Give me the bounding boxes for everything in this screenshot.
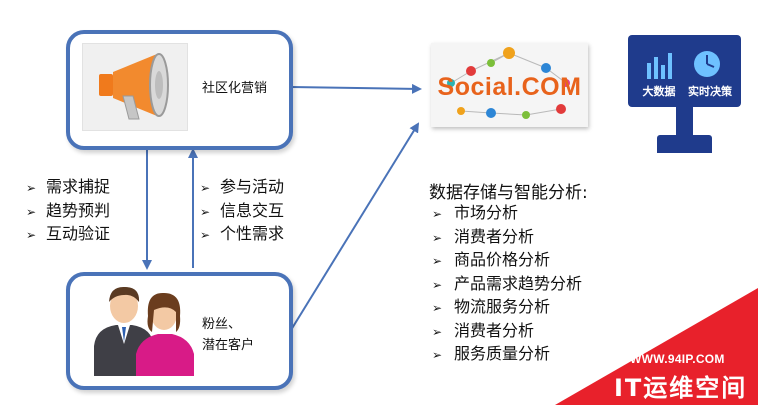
- bullet-arrow-icon: ➢: [26, 181, 37, 195]
- bullet-arrow-icon: ➢: [26, 204, 37, 219]
- bullet-arrow-icon: ➢: [26, 228, 37, 242]
- list-item: ➢商品价格分析: [432, 249, 582, 273]
- analysis-title: 数据存储与智能分析:: [429, 183, 588, 203]
- arrow-community-to-social: [290, 83, 422, 94]
- bullet-arrow-icon: ➢: [200, 228, 211, 242]
- fans-label: 粉丝、 潜在客户: [202, 314, 254, 356]
- bullet-arrow-icon: ➢: [432, 324, 443, 339]
- list-item: ➢物流服务分析: [432, 296, 582, 320]
- monitor-base: [657, 135, 712, 153]
- bullet-arrow-icon: ➢: [432, 348, 443, 362]
- list-item: ➢互动验证: [26, 223, 110, 247]
- bullet-arrow-icon: ➢: [432, 301, 443, 315]
- watermark-url: WWW.94IP.COM: [630, 352, 725, 366]
- monitor-screen: [628, 35, 741, 107]
- social-network-icon: [447, 47, 570, 119]
- bullet-arrow-icon: ➢: [432, 207, 443, 221]
- middle-bullet-list: ➢参与活动 ➢信息交互 ➢个性需求: [200, 176, 284, 247]
- watermark-brand: IT运维空间: [614, 374, 748, 402]
- list-item: ➢个性需求: [200, 223, 284, 247]
- arrow-fans-to-social: [290, 122, 420, 331]
- people-icon: [94, 286, 194, 376]
- list-item: ➢信息交互: [200, 200, 284, 224]
- list-item: ➢参与活动: [200, 176, 284, 200]
- clock-icon: [694, 51, 720, 77]
- left-bullet-list: ➢需求捕捉 ➢趋势预判 ➢互动验证: [26, 176, 110, 247]
- list-item: ➢产品需求趋势分析: [432, 273, 582, 297]
- list-item: ➢服务质量分析: [432, 343, 582, 367]
- list-item: ➢消费者分析: [432, 226, 582, 250]
- bullet-arrow-icon: ➢: [432, 230, 443, 245]
- bullet-arrow-icon: ➢: [432, 254, 443, 268]
- bar-chart-icon: [647, 53, 672, 79]
- list-item: ➢趋势预判: [26, 200, 110, 224]
- community-marketing-label: 社区化营销: [202, 81, 268, 96]
- fans-label-line2: 潜在客户: [202, 338, 255, 353]
- list-item: ➢需求捕捉: [26, 176, 110, 200]
- megaphone-icon: [99, 53, 169, 120]
- fans-label-line1: 粉丝、: [202, 317, 242, 332]
- social-com-tile: Social.COM: [431, 43, 588, 127]
- analysis-list: ➢市场分析 ➢消费者分析 ➢商品价格分析 ➢产品需求趋势分析 ➢物流服务分析 ➢…: [432, 202, 582, 367]
- list-item: ➢消费者分析: [432, 320, 582, 344]
- megaphone-tile: [82, 43, 188, 131]
- bullet-arrow-icon: ➢: [200, 181, 211, 195]
- monitor-left-text: 大数据: [642, 85, 676, 98]
- fans-box: 粉丝、 潜在客户: [66, 272, 293, 390]
- community-marketing-box: 社区化营销: [66, 30, 293, 150]
- monitor-neck: [676, 107, 693, 135]
- monitor-right-text: 实时决策: [688, 85, 732, 98]
- social-com-text: Social.COM: [437, 73, 582, 101]
- bullet-arrow-icon: ➢: [432, 277, 443, 292]
- bullet-arrow-icon: ➢: [200, 204, 211, 219]
- monitor: 大数据 实时决策: [628, 35, 741, 153]
- list-item: ➢市场分析: [432, 202, 582, 226]
